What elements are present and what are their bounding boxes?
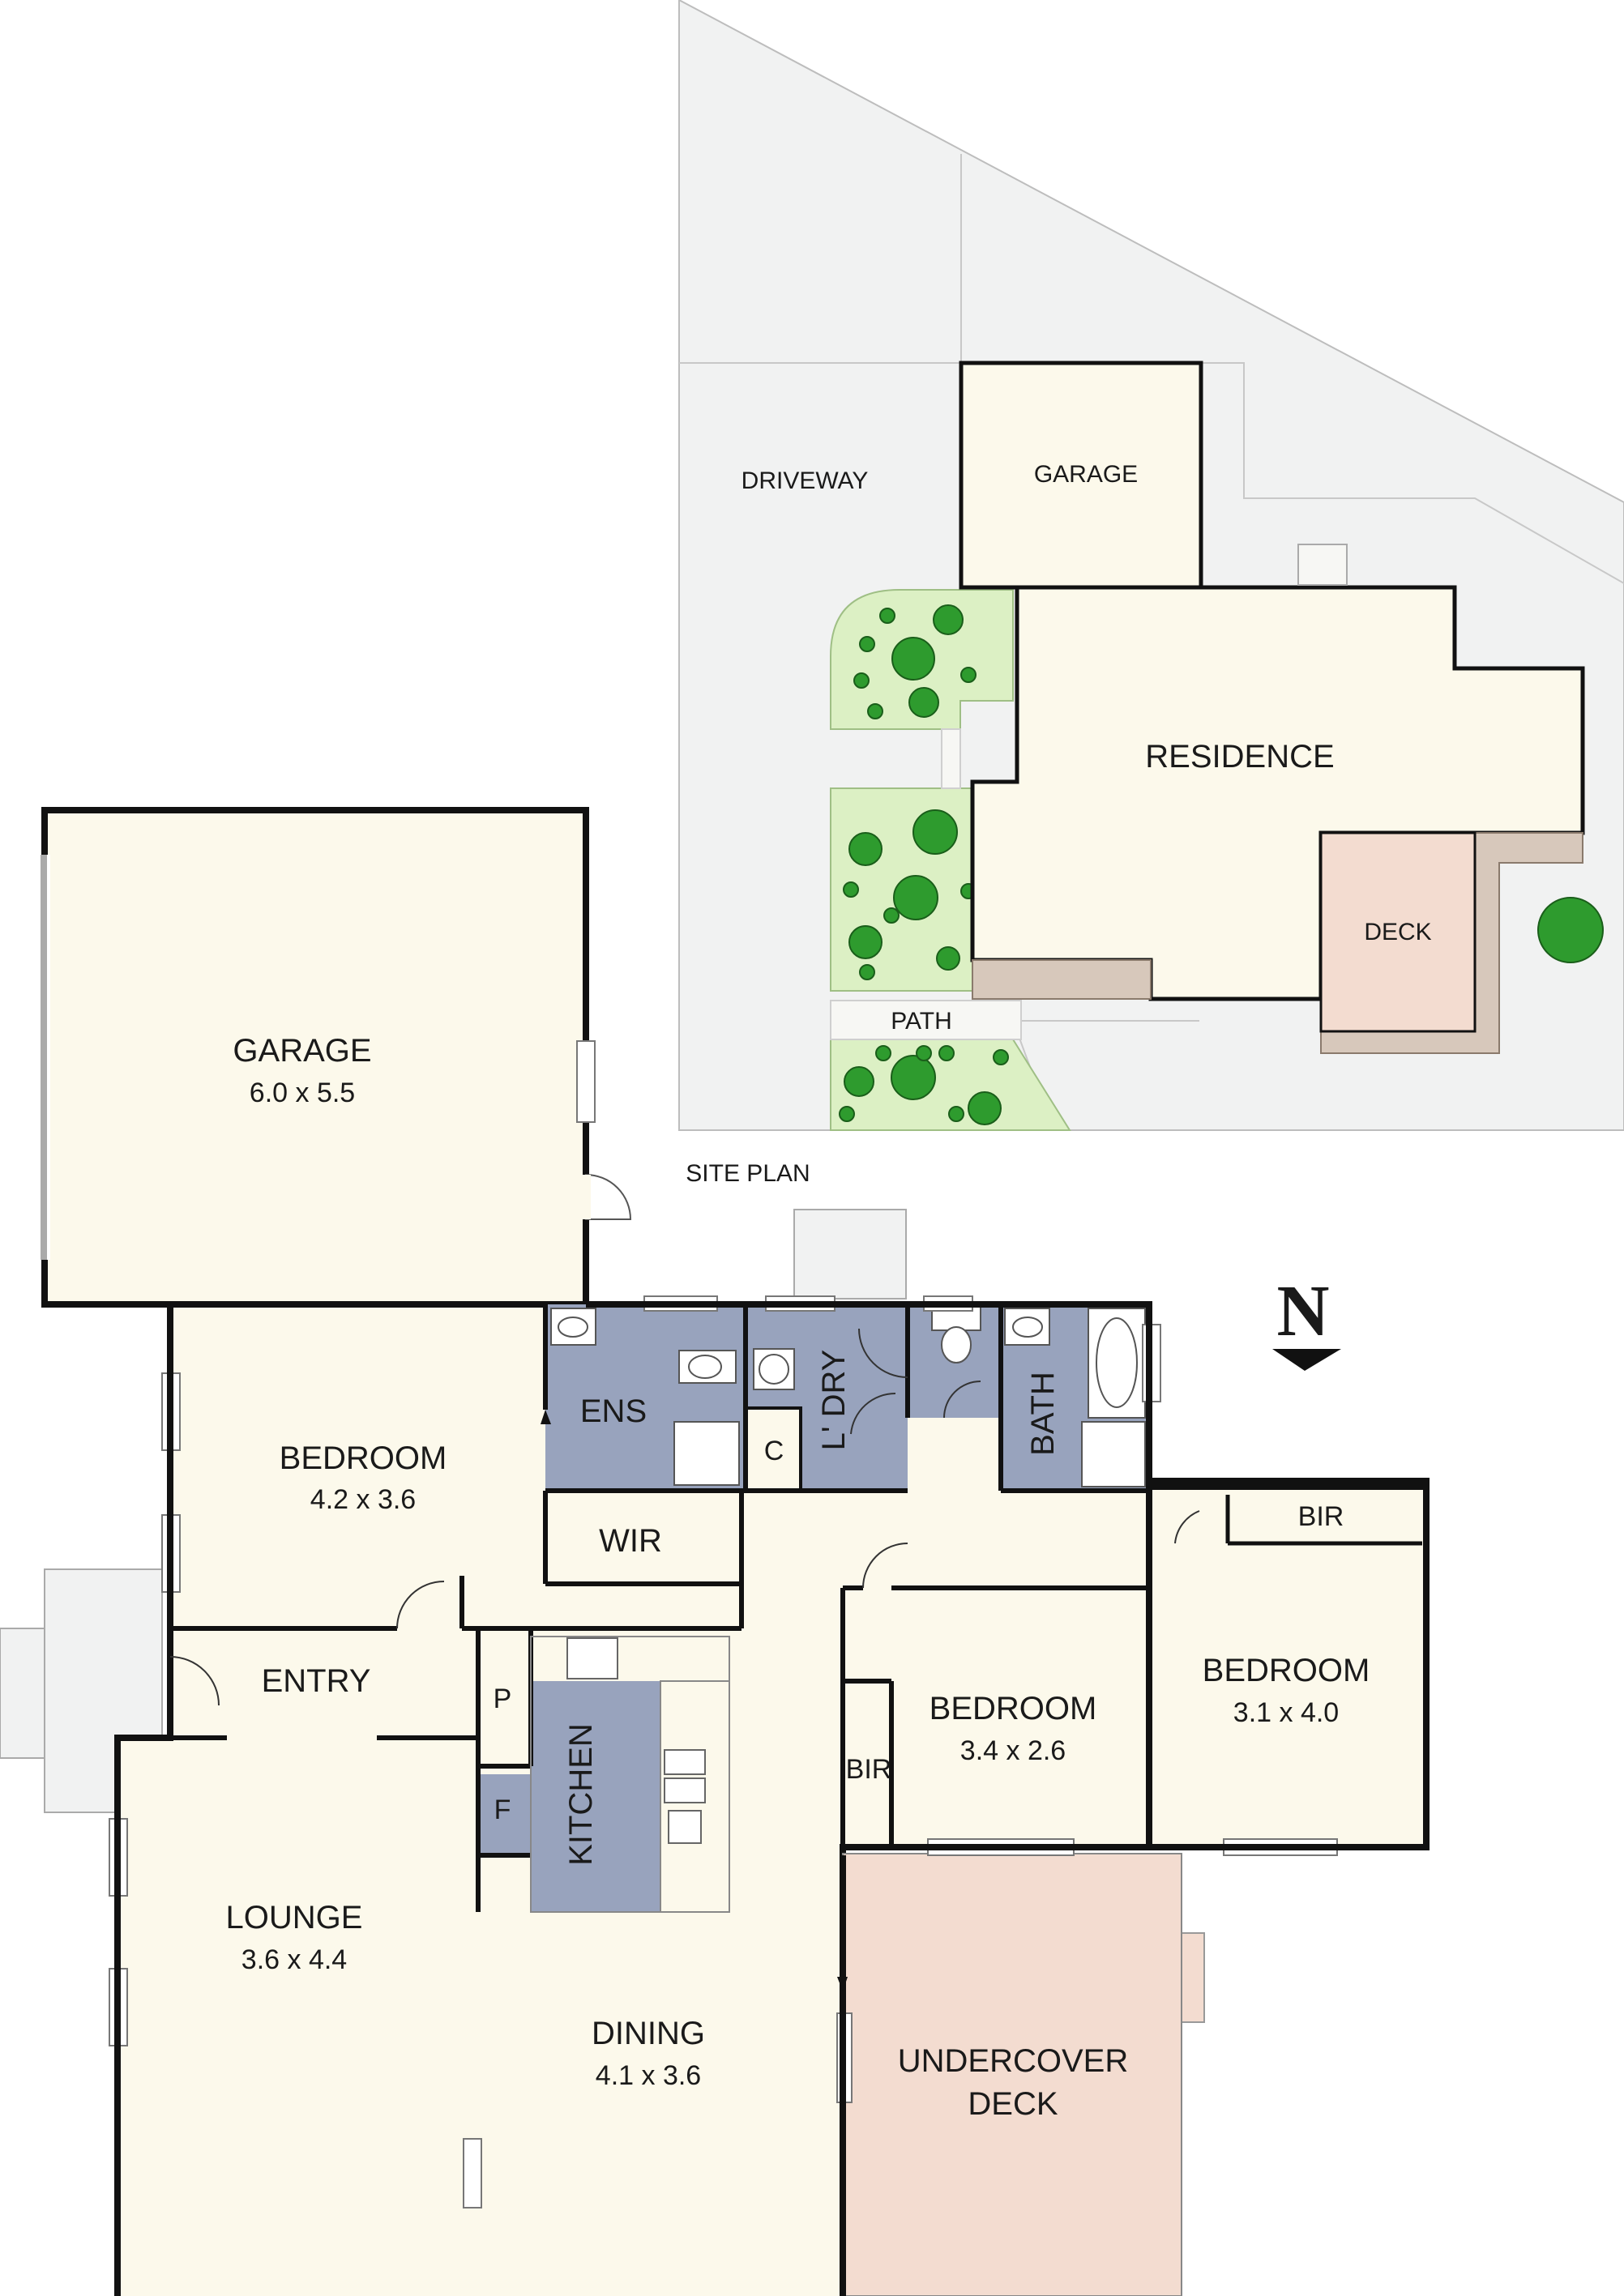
label-wir: WIR <box>599 1523 662 1559</box>
label-bir-3: BIR <box>1298 1501 1344 1532</box>
label-deck-line2: DECK <box>968 2086 1058 2122</box>
label-lounge: LOUNGE <box>226 1900 363 1935</box>
site-plan: DRIVEWAY GARAGE RESIDENCE DECK PATH SITE… <box>678 0 1624 1187</box>
dims-bedroom-2: 3.4 x 2.6 <box>960 1735 1066 1766</box>
dims-dining: 4.1 x 3.6 <box>596 2060 701 2091</box>
label-cupboard: C <box>764 1436 784 1466</box>
label-dining: DINING <box>592 2016 705 2051</box>
label-fridge: F <box>494 1795 511 1825</box>
site-label-garage: GARAGE <box>1034 461 1138 488</box>
label-bedroom-3: BEDROOM <box>1203 1653 1370 1688</box>
site-label-residence: RESIDENCE <box>1145 739 1334 775</box>
site-plan-caption: SITE PLAN <box>686 1160 810 1187</box>
room-kitchen <box>531 1681 660 1912</box>
dims-bedroom-3: 3.1 x 4.0 <box>1233 1697 1339 1728</box>
label-kitchen: KITCHEN <box>563 1723 599 1866</box>
label-bedroom-main: BEDROOM <box>280 1440 447 1476</box>
path-strip <box>830 1000 1022 1040</box>
tree-icons <box>839 604 1604 1125</box>
label-laundry: L' DRY <box>816 1350 852 1451</box>
label-ens: ENS <box>580 1393 647 1429</box>
site-paving <box>972 959 1152 1000</box>
north-letter: N <box>1277 1271 1330 1351</box>
site-label-deck: DECK <box>1364 919 1431 945</box>
label-deck-line1: UNDERCOVER <box>898 2043 1128 2079</box>
site-label-path: PATH <box>891 1008 952 1035</box>
site-garage <box>959 361 1203 590</box>
north-arrow-icon: N <box>1272 1271 1341 1371</box>
bathroom-fixtures <box>550 1305 1146 1487</box>
dims-lounge: 3.6 x 4.4 <box>241 1944 347 1975</box>
label-entry: ENTRY <box>262 1663 371 1699</box>
label-bath: BATH <box>1025 1372 1061 1456</box>
label-bir-2: BIR <box>846 1754 892 1785</box>
door-swings <box>169 1328 1200 1706</box>
room-labels: GARAGE 6.0 x 5.5 BEDROOM 4.2 x 3.6 ENS L… <box>226 1033 1370 2122</box>
label-pantry: P <box>494 1684 512 1714</box>
site-deck <box>1319 831 1477 1033</box>
site-label-driveway: DRIVEWAY <box>741 467 869 494</box>
house-floor <box>0 807 1430 2296</box>
label-bedroom-2: BEDROOM <box>930 1691 1097 1726</box>
label-garage: GARAGE <box>233 1033 371 1069</box>
dims-garage: 6.0 x 5.5 <box>250 1078 355 1108</box>
dims-bedroom-main: 4.2 x 3.6 <box>310 1484 416 1515</box>
room-deck <box>842 1853 1182 2296</box>
